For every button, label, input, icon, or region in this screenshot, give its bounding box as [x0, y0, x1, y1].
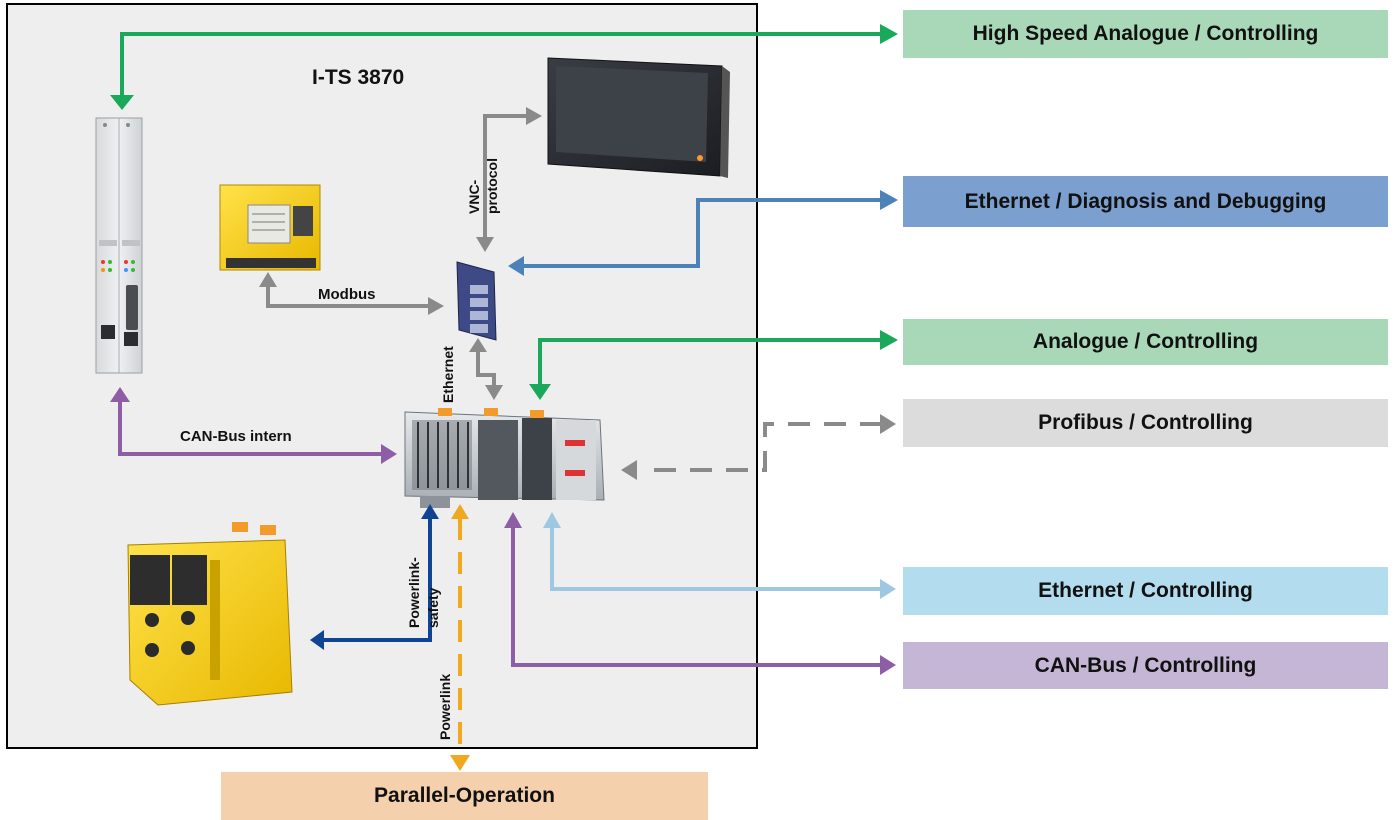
powerlink-parallel-connection [450, 504, 470, 771]
powerlink-safety-label-line2: safety [425, 587, 441, 628]
powerlink-safety-connection [310, 504, 439, 650]
ethernet-switch-icon [456, 261, 497, 341]
profibus-interface-box: Profibus / Controlling [903, 399, 1388, 447]
plc-controller-icon [404, 408, 605, 508]
powerlink-label: Powerlink [437, 673, 453, 740]
can-intern-connection [110, 387, 397, 464]
eth-controlling-interface-box: Ethernet / Controlling [903, 567, 1388, 615]
profibus-connection [621, 414, 896, 480]
vnc-connection [476, 107, 542, 252]
touch-panel-icon [547, 57, 730, 178]
power-meter-icon [219, 184, 321, 271]
vnc-label-line2: protocol [484, 158, 500, 214]
high-speed-interface-box: High Speed Analogue / Controlling [903, 10, 1388, 58]
eth-controlling-connection [543, 512, 896, 599]
eth-diagnosis-interface-box: Ethernet / Diagnosis and Debugging [903, 176, 1388, 227]
ethernet-internal-connection [469, 338, 503, 400]
eth-diagnosis-connection [508, 190, 898, 276]
analogue-connection [529, 330, 898, 400]
ethernet-label: Ethernet [440, 346, 456, 403]
high-speed-connection [110, 24, 898, 110]
modbus-connection [259, 272, 444, 315]
canbus-controlling-connection [504, 512, 896, 675]
rack-module-icon [95, 117, 143, 374]
powerlink-safety-label-line1: Powerlink- [406, 557, 422, 628]
parallel-operation-box: Parallel-Operation [221, 772, 708, 820]
analogue-interface-box: Analogue / Controlling [903, 319, 1388, 365]
modbus-label: Modbus [318, 286, 376, 303]
safety-controller-icon [127, 522, 293, 706]
vnc-label-line1: VNC- [466, 179, 482, 214]
system-title: I-TS 3870 [312, 66, 405, 89]
can-intern-label: CAN-Bus intern [180, 428, 292, 445]
canbus-interface-box: CAN-Bus / Controlling [903, 642, 1388, 689]
